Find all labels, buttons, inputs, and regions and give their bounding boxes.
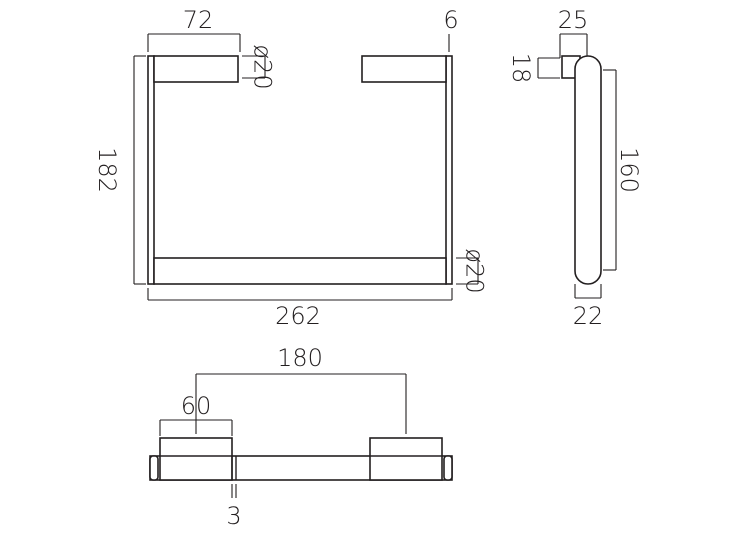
top-left-arm — [153, 55, 239, 83]
side-bar — [574, 55, 602, 285]
front-view: 72 6 ø20 182 ø20 — [93, 6, 488, 330]
end-cap-right — [443, 455, 453, 481]
dimension-262: 262 — [147, 288, 453, 330]
dimension-60: 60 — [159, 392, 233, 436]
dimension-72: 72 — [147, 6, 241, 52]
dimension-160: 160 — [603, 69, 643, 271]
left-post — [147, 55, 155, 285]
side-view: 25 18 160 22 — [507, 6, 643, 330]
dim-label-arm-diameter: ø20 — [248, 44, 276, 89]
dim-label-180: 180 — [277, 344, 323, 372]
dimension-22: 22 — [573, 284, 604, 330]
dimension-arm-diameter: ø20 — [242, 44, 276, 90]
dimension-3: 3 — [226, 484, 242, 530]
dim-label-60: 60 — [181, 392, 212, 420]
left-pad — [159, 437, 233, 481]
right-post — [445, 55, 453, 285]
top-view: 180 60 3 — [149, 344, 453, 530]
dim-label-18: 18 — [507, 53, 535, 84]
dimension-180: 180 — [195, 344, 407, 434]
dimension-6: 6 — [443, 6, 459, 52]
dim-label-22: 22 — [573, 302, 604, 330]
dim-label-262: 262 — [275, 302, 321, 330]
bottom-bar — [153, 257, 447, 285]
right-pad — [369, 437, 443, 481]
dimension-25: 25 — [558, 6, 589, 58]
dim-label-25: 25 — [558, 6, 589, 34]
dim-label-182: 182 — [93, 147, 121, 193]
dim-label-bar-diameter: ø20 — [460, 248, 488, 293]
end-cap-left — [149, 455, 159, 481]
top-right-arm — [361, 55, 447, 83]
dimension-18: 18 — [507, 53, 560, 84]
dim-label-6: 6 — [443, 6, 458, 34]
dim-label-72: 72 — [183, 6, 214, 34]
dim-label-160: 160 — [615, 147, 643, 193]
dimension-bar-diameter: ø20 — [456, 248, 488, 294]
dimension-182: 182 — [93, 55, 146, 285]
dim-label-3: 3 — [226, 502, 241, 530]
